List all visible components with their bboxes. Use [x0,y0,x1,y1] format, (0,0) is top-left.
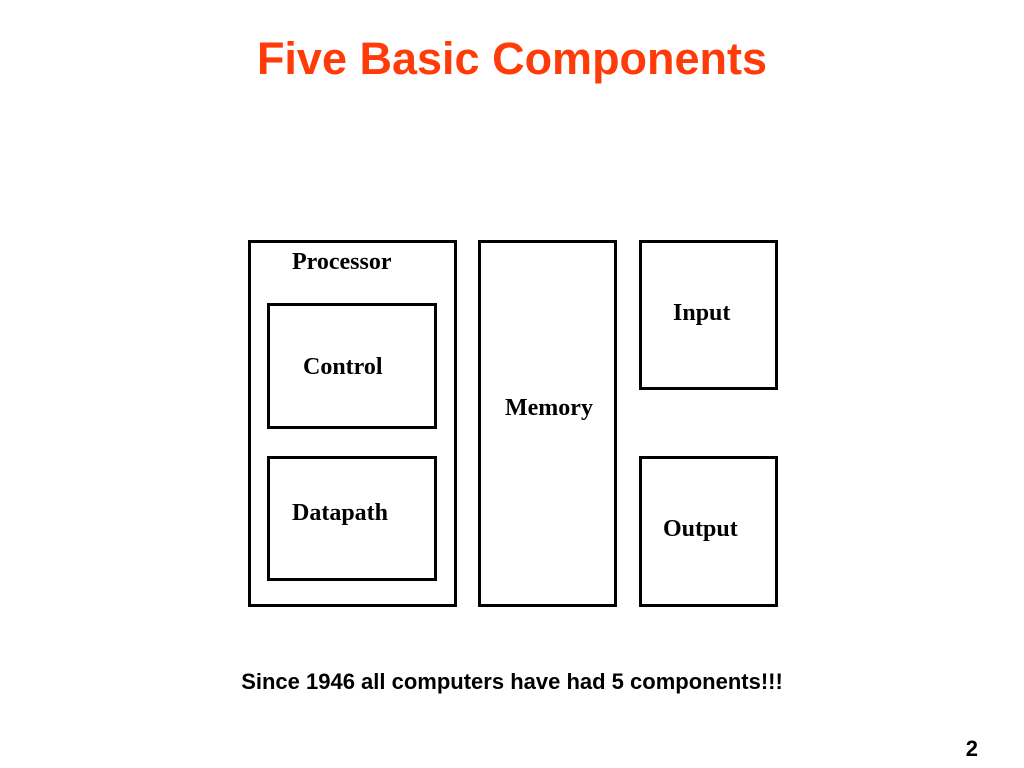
output-label: Output [663,516,738,542]
control-label: Control [303,354,383,380]
input-box [639,240,778,390]
slide-title: Five Basic Components [256,33,768,84]
datapath-label: Datapath [292,500,389,526]
input-label: Input [673,300,731,326]
memory-box [478,240,617,607]
slide-caption: Since 1946 all computers have had 5 comp… [241,669,783,694]
datapath-box [267,456,437,581]
processor-label: Processor [292,249,392,275]
control-box [267,303,437,429]
output-box [639,456,778,607]
memory-label: Memory [505,395,593,421]
page-number: 2 [965,736,978,761]
